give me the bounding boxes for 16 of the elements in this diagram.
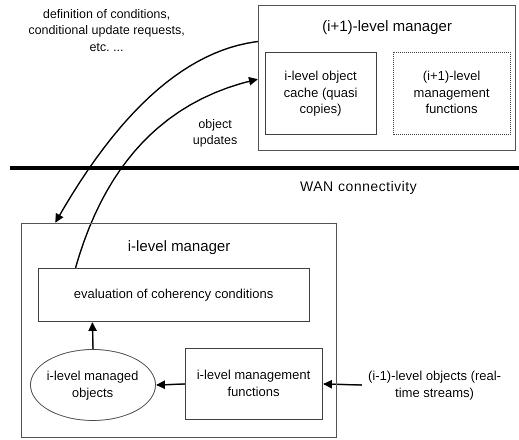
process-box: i-level management functions xyxy=(184,348,322,420)
network-label: WAN connectivity xyxy=(300,178,418,194)
manager-box xyxy=(258,5,516,151)
object-ellipse: i-level managed objects xyxy=(30,348,156,420)
process-box: (i+1)-level management functions xyxy=(392,52,510,134)
arrow xyxy=(74,77,258,268)
arrow xyxy=(88,322,98,350)
process-box: evaluation of coherency conditions xyxy=(38,268,310,322)
arrow xyxy=(55,40,258,223)
manager-title: i-level manager xyxy=(128,238,230,255)
arrow xyxy=(156,380,186,390)
manager-title: (i+1)-level manager xyxy=(322,18,452,35)
input-text: (i-1)-level objects (real-time streams) xyxy=(362,362,507,408)
arrow xyxy=(323,380,362,389)
manager-box xyxy=(21,223,337,438)
process-box: i-level object cache (quasi copies) xyxy=(264,52,376,134)
